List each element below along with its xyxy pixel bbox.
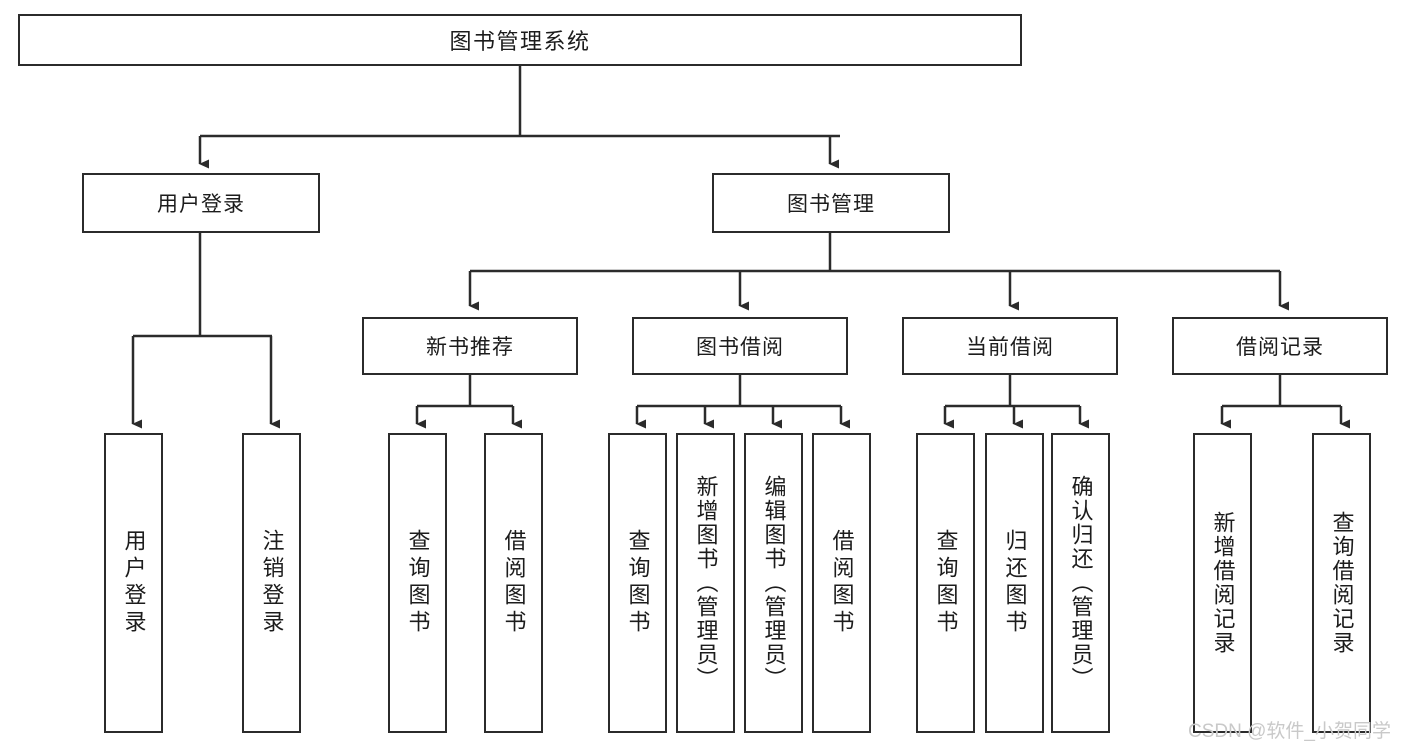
leaf-borrow-edit-book[interactable]: 编辑图书（管理员） (744, 433, 803, 733)
node-current-borrow-label: 当前借阅 (966, 336, 1054, 359)
node-book-borrow-label: 图书借阅 (696, 336, 784, 359)
leaf-label: 新增图书（管理员） (693, 475, 719, 691)
node-borrow-record[interactable]: 借阅记录 (1172, 317, 1388, 375)
leaf-new-book-borrow[interactable]: 借阅图书 (484, 433, 543, 733)
node-root[interactable]: 图书管理系统 (18, 14, 1022, 66)
node-book-borrow[interactable]: 图书借阅 (632, 317, 848, 375)
leaf-label: 确认归还（管理员） (1068, 475, 1094, 691)
node-user-login-label: 用户登录 (157, 193, 245, 216)
leaf-label: 用户登录 (121, 529, 147, 637)
leaf-label: 归还图书 (1002, 529, 1028, 637)
leaf-record-query[interactable]: 查询借阅记录 (1312, 433, 1371, 733)
leaf-user-login-login[interactable]: 用户登录 (104, 433, 163, 733)
leaf-label: 借阅图书 (501, 529, 527, 637)
leaf-user-login-logout[interactable]: 注销登录 (242, 433, 301, 733)
leaf-current-query-book[interactable]: 查询图书 (916, 433, 975, 733)
leaf-current-return-book[interactable]: 归还图书 (985, 433, 1044, 733)
leaf-borrow-add-book[interactable]: 新增图书（管理员） (676, 433, 735, 733)
leaf-label: 注销登录 (259, 529, 285, 637)
leaf-label: 借阅图书 (829, 529, 855, 637)
node-new-book-recommend-label: 新书推荐 (426, 336, 514, 359)
watermark-text: CSDN @软件_小贺同学 (1188, 721, 1391, 742)
leaf-label: 查询图书 (625, 529, 651, 637)
node-book-management-label: 图书管理 (787, 193, 875, 216)
leaf-current-confirm-return[interactable]: 确认归还（管理员） (1051, 433, 1110, 733)
leaf-borrow-query-book[interactable]: 查询图书 (608, 433, 667, 733)
leaf-label: 新增借阅记录 (1210, 511, 1236, 655)
node-borrow-record-label: 借阅记录 (1236, 336, 1324, 359)
leaf-record-add[interactable]: 新增借阅记录 (1193, 433, 1252, 733)
node-new-book-recommend[interactable]: 新书推荐 (362, 317, 578, 375)
leaf-label: 编辑图书（管理员） (761, 475, 787, 691)
leaf-label: 查询借阅记录 (1329, 511, 1355, 655)
node-book-management[interactable]: 图书管理 (712, 173, 950, 233)
node-user-login[interactable]: 用户登录 (82, 173, 320, 233)
leaf-label: 查询图书 (933, 529, 959, 637)
leaf-borrow-borrow-book[interactable]: 借阅图书 (812, 433, 871, 733)
node-root-label: 图书管理系统 (449, 29, 591, 54)
node-current-borrow[interactable]: 当前借阅 (902, 317, 1118, 375)
leaf-label: 查询图书 (405, 529, 431, 637)
leaf-new-book-query[interactable]: 查询图书 (388, 433, 447, 733)
